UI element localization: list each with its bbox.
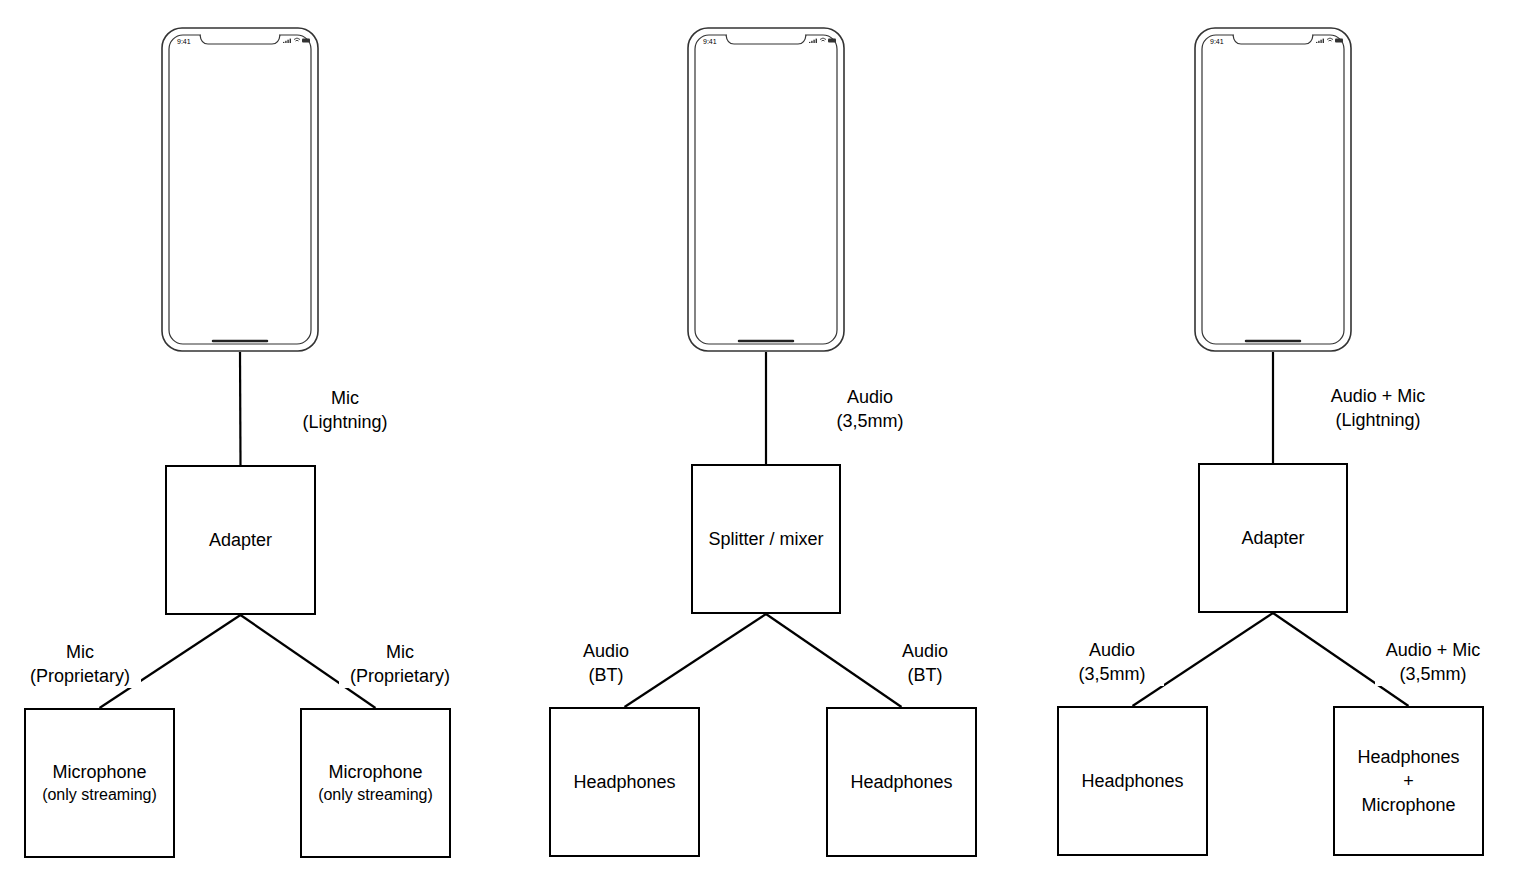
phone-illustration <box>1194 27 1352 352</box>
box-label: Headphones <box>1081 769 1183 793</box>
component-box: Headphones <box>826 707 977 857</box>
signal-bar <box>809 42 810 43</box>
phone-notch <box>1233 35 1313 44</box>
connector-label: Audio + Mic (Lightning) <box>1320 384 1436 432</box>
phone-notch <box>726 35 806 44</box>
phone-body <box>688 28 844 351</box>
signal-bar <box>816 39 817 43</box>
signal-bar <box>285 41 286 43</box>
signal-bar <box>1323 39 1324 43</box>
wifi-icon <box>1327 38 1333 41</box>
box-label: Splitter / mixer <box>708 527 823 551</box>
component-box: Splitter / mixer <box>691 464 841 614</box>
phone-device: 9:41 <box>1194 27 1352 352</box>
box-label: Microphone <box>52 760 146 784</box>
connector-line <box>1272 352 1274 463</box>
home-indicator <box>213 340 267 343</box>
component-box: Microphone(only streaming) <box>24 708 175 858</box>
wifi-icon <box>294 38 300 41</box>
phone-body <box>162 28 318 351</box>
box-note: (only streaming) <box>42 784 157 806</box>
box-label: Adapter <box>1241 526 1304 550</box>
box-label: Headphones <box>850 770 952 794</box>
status-time: 9:41 <box>177 38 191 46</box>
connector-label: Audio (3,5mm) <box>816 385 924 433</box>
component-box: Adapter <box>1198 463 1348 613</box>
phone-screen <box>1202 35 1344 344</box>
component-box: Adapter <box>165 465 316 615</box>
box-label: Headphones + Microphone <box>1356 745 1461 817</box>
box-label: Headphones <box>573 770 675 794</box>
box-label: Microphone <box>328 760 422 784</box>
status-time: 9:41 <box>1210 38 1224 46</box>
connector-line <box>239 352 242 465</box>
home-indicator <box>739 340 793 343</box>
phone-device: 9:41 <box>161 27 319 352</box>
signal-bar <box>283 42 284 43</box>
connector-label: Mic (Proprietary) <box>339 640 461 688</box>
connector-label: Audio (3,5mm) <box>1060 638 1164 686</box>
wifi-icon <box>820 38 826 41</box>
signal-bar <box>287 40 288 43</box>
connector-line <box>766 614 902 707</box>
battery-icon <box>1335 39 1343 43</box>
component-box: Headphones + Microphone <box>1333 706 1484 856</box>
phone-notch <box>200 35 280 44</box>
phone-body <box>1195 28 1351 351</box>
signal-bar <box>1316 42 1317 43</box>
notch-gap <box>201 34 279 37</box>
connector-label: Audio (BT) <box>890 639 960 687</box>
home-indicator <box>1246 340 1300 343</box>
signal-bar <box>811 41 812 43</box>
notch-gap <box>1234 34 1312 37</box>
battery-icon <box>302 39 310 43</box>
notch-gap <box>727 34 805 37</box>
signal-bar <box>290 39 291 43</box>
connector-label: Mic (Proprietary) <box>19 640 141 688</box>
signal-bar <box>1318 41 1319 43</box>
phone-illustration <box>687 27 845 352</box>
connector-label: Audio + Mic (3,5mm) <box>1375 638 1491 686</box>
connector-line <box>765 352 767 464</box>
signal-bar <box>1320 40 1321 43</box>
phone-screen <box>169 35 311 344</box>
box-note: (only streaming) <box>318 784 433 806</box>
signal-bar <box>813 40 814 43</box>
box-label: Adapter <box>209 528 272 552</box>
phone-screen <box>695 35 837 344</box>
status-time: 9:41 <box>703 38 717 46</box>
phone-illustration <box>161 27 319 352</box>
phone-device: 9:41 <box>687 27 845 352</box>
component-box: Microphone(only streaming) <box>300 708 451 858</box>
component-box: Headphones <box>549 707 700 857</box>
connector-label: Mic (Lightning) <box>291 386 399 434</box>
connector-label: Audio (BT) <box>571 639 641 687</box>
battery-icon <box>828 39 836 43</box>
component-box: Headphones <box>1057 706 1208 856</box>
connector-line <box>625 614 767 707</box>
